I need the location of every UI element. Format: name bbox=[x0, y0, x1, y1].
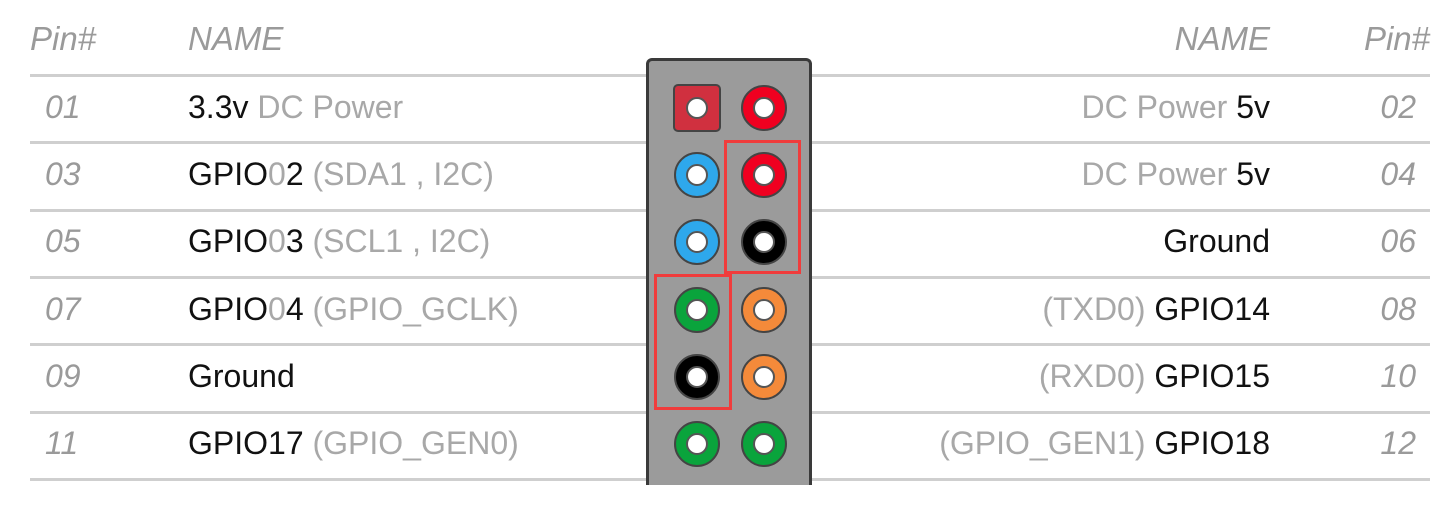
left-pin-name: Ground bbox=[188, 358, 295, 395]
name-segment: DC Power bbox=[248, 88, 404, 125]
name-segment: GPIO bbox=[188, 155, 269, 192]
pin-left-round bbox=[674, 353, 720, 400]
right-pin-number: 02 bbox=[1380, 88, 1416, 125]
pin-right-round bbox=[741, 151, 787, 198]
pin-hole bbox=[753, 433, 775, 456]
pin-hole bbox=[753, 298, 775, 321]
pin-hole bbox=[686, 96, 708, 119]
pin-hole bbox=[753, 231, 775, 254]
left-pin-number: 03 bbox=[45, 155, 81, 192]
name-segment: 0 bbox=[268, 223, 286, 260]
name-segment: GPIO17 bbox=[188, 425, 304, 462]
name-segment: (GPIO_GCLK) bbox=[303, 290, 519, 327]
pin-hole bbox=[686, 433, 708, 456]
right-pin-number: 10 bbox=[1380, 357, 1416, 394]
pin-hole bbox=[686, 298, 708, 321]
right-pin-name: DC Power 5v bbox=[1082, 156, 1271, 193]
right-pin-number: 04 bbox=[1380, 155, 1416, 192]
right-pin-name: Ground bbox=[1163, 223, 1270, 260]
pin-hole bbox=[753, 96, 775, 119]
highlight-box-power-ground bbox=[724, 140, 801, 274]
left-pin-number: 05 bbox=[45, 223, 81, 260]
left-pin-number: 11 bbox=[45, 425, 79, 462]
left-pin-number: 07 bbox=[45, 290, 81, 327]
left-pin-name: GPIO03 (SCL1 , I2C) bbox=[188, 223, 490, 260]
pin-right-round bbox=[741, 84, 787, 131]
gpio-header-board bbox=[646, 58, 812, 498]
name-segment: (GPIO_GEN0) bbox=[303, 425, 519, 462]
right-pin-number: 12 bbox=[1380, 425, 1416, 462]
name-segment: 2 bbox=[285, 155, 304, 192]
name-segment: GPIO15 bbox=[1154, 357, 1270, 394]
left-pin-name: GPIO04 (GPIO_GCLK) bbox=[188, 291, 519, 328]
pin-hole bbox=[686, 231, 708, 254]
right-pin-name: (RXD0) GPIO15 bbox=[1039, 358, 1270, 395]
name-segment: 5v bbox=[1236, 155, 1270, 192]
name-segment: GPIO14 bbox=[1154, 290, 1270, 327]
header-left-name: NAME bbox=[188, 20, 284, 57]
pin-right-round bbox=[741, 353, 787, 400]
name-segment: GPIO bbox=[188, 223, 269, 260]
name-segment: 4 bbox=[285, 290, 304, 327]
header-left-pin: Pin# bbox=[30, 20, 97, 57]
name-segment: (RXD0) bbox=[1038, 357, 1155, 394]
pin-left-round bbox=[674, 421, 720, 468]
left-pin-name: GPIO17 (GPIO_GEN0) bbox=[188, 425, 519, 462]
left-pin-number: 09 bbox=[45, 357, 81, 394]
highlight-box-gpio4-ground bbox=[654, 274, 732, 410]
name-segment: Ground bbox=[1163, 223, 1270, 260]
right-pin-name: (GPIO_GEN1) GPIO18 bbox=[939, 425, 1270, 462]
pin-left-round bbox=[674, 286, 720, 333]
name-segment: (TXD0) bbox=[1042, 290, 1155, 327]
pin-hole bbox=[753, 365, 775, 388]
pin-right-round bbox=[741, 421, 787, 468]
name-segment: (SCL1 , I2C) bbox=[303, 223, 491, 260]
name-segment: GPIO18 bbox=[1154, 425, 1270, 462]
right-pin-name: (TXD0) GPIO14 bbox=[1042, 291, 1270, 328]
name-segment: 5v bbox=[1236, 88, 1270, 125]
right-pin-number: 06 bbox=[1380, 223, 1416, 260]
header-right-name: NAME bbox=[1174, 20, 1270, 57]
name-segment: (GPIO_GEN1) bbox=[939, 425, 1155, 462]
name-segment: DC Power bbox=[1081, 155, 1237, 192]
pin-hole bbox=[686, 163, 708, 186]
name-segment: 3 bbox=[285, 223, 304, 260]
name-segment: (SDA1 , I2C) bbox=[303, 155, 494, 192]
name-segment: 3.3v bbox=[188, 88, 249, 125]
right-pin-number: 08 bbox=[1380, 290, 1416, 327]
crop-edge bbox=[0, 485, 1456, 530]
name-segment: DC Power bbox=[1081, 88, 1237, 125]
pin-hole bbox=[753, 163, 775, 186]
name-segment: Ground bbox=[188, 357, 295, 394]
name-segment: 0 bbox=[268, 155, 286, 192]
left-pin-name: 3.3v DC Power bbox=[188, 89, 403, 126]
name-segment: GPIO bbox=[188, 290, 269, 327]
right-pin-name: DC Power 5v bbox=[1082, 89, 1271, 126]
pin-left-square bbox=[673, 83, 721, 132]
pin-left-round bbox=[674, 151, 720, 198]
pin-right-round bbox=[741, 219, 787, 266]
left-pin-number: 01 bbox=[45, 88, 81, 125]
left-pin-name: GPIO02 (SDA1 , I2C) bbox=[188, 156, 494, 193]
pin-left-round bbox=[674, 219, 720, 266]
name-segment: 0 bbox=[268, 290, 286, 327]
pin-right-round bbox=[741, 286, 787, 333]
pin-hole bbox=[686, 365, 708, 388]
header-right-pin: Pin# bbox=[1363, 20, 1430, 57]
